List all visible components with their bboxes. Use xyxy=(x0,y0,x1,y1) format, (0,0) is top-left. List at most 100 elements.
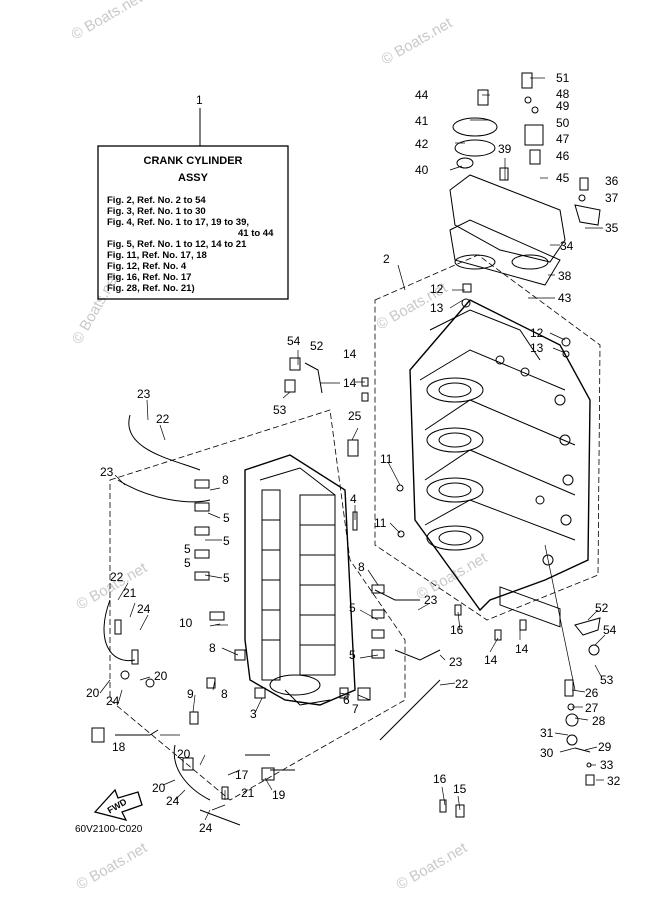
cylinder-block xyxy=(409,299,591,628)
callout-1: 1 xyxy=(196,93,203,107)
callout-20: 20 xyxy=(154,669,168,683)
assy-line: Fig. 11, Ref. No. 17, 18 xyxy=(107,250,207,261)
assy-line: Fig. 16, Ref. No. 17 xyxy=(107,272,191,283)
callout-20: 20 xyxy=(177,747,191,761)
callout-17: 17 xyxy=(235,768,249,782)
callout-47: 47 xyxy=(556,132,570,146)
assy-subtitle: ASSY xyxy=(178,172,209,184)
callout-34: 34 xyxy=(560,239,574,253)
callout-36: 36 xyxy=(605,174,619,188)
callout-50: 50 xyxy=(556,116,570,130)
callout-53: 53 xyxy=(600,673,614,687)
assy-info-box: CRANK CYLINDER ASSY Fig. 2, Ref. No. 2 t… xyxy=(97,108,289,300)
callout-25: 25 xyxy=(348,409,362,423)
callout-44: 44 xyxy=(415,88,429,102)
callout-20: 20 xyxy=(86,686,100,700)
callout-51: 51 xyxy=(556,71,570,85)
callout-19: 19 xyxy=(272,788,286,802)
callout-43: 43 xyxy=(558,291,572,305)
callout-23: 23 xyxy=(449,655,463,669)
callout-7: 7 xyxy=(352,702,359,716)
callout-18: 18 xyxy=(112,740,126,754)
callout-14: 14 xyxy=(343,376,357,390)
assy-line: Fig. 2, Ref. No. 2 to 54 xyxy=(107,195,206,206)
callout-5: 5 xyxy=(184,556,191,570)
callout-41: 41 xyxy=(415,114,429,128)
callout-20: 20 xyxy=(152,781,166,795)
assy-title: CRANK CYLINDER xyxy=(144,155,243,167)
callout-48: 48 xyxy=(556,87,570,101)
callout-35: 35 xyxy=(605,221,619,235)
fwd-arrow: FWD xyxy=(93,788,143,821)
callout-54: 54 xyxy=(603,623,617,637)
callout-13: 13 xyxy=(430,301,444,315)
callout-12: 12 xyxy=(430,282,444,296)
callout-2: 2 xyxy=(383,252,390,266)
callout-24: 24 xyxy=(166,794,180,808)
callout-49: 49 xyxy=(556,99,570,113)
callout-54: 54 xyxy=(287,334,301,348)
callout-8: 8 xyxy=(209,641,216,655)
callout-22: 22 xyxy=(110,570,124,584)
assy-line: Fig. 28, Ref. No. 21) xyxy=(107,283,195,294)
watermark: © Boats.net xyxy=(74,839,151,893)
callout-24: 24 xyxy=(137,602,151,616)
watermark: © Boats.net xyxy=(394,839,471,893)
callout-8: 8 xyxy=(222,473,229,487)
hardware xyxy=(91,72,601,818)
callout-39: 39 xyxy=(498,142,512,156)
callout-10: 10 xyxy=(179,616,193,630)
callout-45: 45 xyxy=(556,171,570,185)
callout-40: 40 xyxy=(415,163,429,177)
callout-52: 52 xyxy=(595,601,609,615)
callout-28: 28 xyxy=(592,714,606,728)
callout-27: 27 xyxy=(585,701,599,715)
callout-14: 14 xyxy=(343,347,357,361)
callout-53: 53 xyxy=(273,403,287,417)
callout-21: 21 xyxy=(241,786,255,800)
callout-12: 12 xyxy=(530,326,544,340)
assy-line: Fig. 4, Ref. No. 1 to 17, 19 to 39, xyxy=(107,217,249,228)
assy-line: 41 to 44 xyxy=(238,228,274,239)
callout-21: 21 xyxy=(123,586,137,600)
callout-14: 14 xyxy=(515,642,529,656)
callout-5: 5 xyxy=(349,601,356,615)
callout-38: 38 xyxy=(558,269,572,283)
callout-11: 11 xyxy=(374,516,387,530)
callout-3: 3 xyxy=(250,707,257,721)
group-outlines xyxy=(109,254,601,801)
callout-5: 5 xyxy=(184,542,191,556)
callout-5: 5 xyxy=(349,648,356,662)
crankcase xyxy=(244,454,356,706)
callout-24: 24 xyxy=(106,694,120,708)
callout-26: 26 xyxy=(585,686,599,700)
watermarks: © Boats.net © Boats.net © Boats.net © Bo… xyxy=(69,0,491,893)
callout-5: 5 xyxy=(223,511,230,525)
callouts: 1 2 3 4 5 5 5 5 5 5 5 6 7 8 8 8 8 9 10 1… xyxy=(86,71,621,835)
callout-37: 37 xyxy=(605,191,619,205)
callout-5: 5 xyxy=(223,534,230,548)
callout-6: 6 xyxy=(343,693,350,707)
callout-23: 23 xyxy=(424,593,438,607)
diagram-code: 60V2100-C020 xyxy=(75,824,143,835)
callout-22: 22 xyxy=(156,412,170,426)
callout-52: 52 xyxy=(310,339,324,353)
assy-line: Fig. 3, Ref. No. 1 to 30 xyxy=(107,206,206,217)
callout-14: 14 xyxy=(484,653,498,667)
assy-line: Fig. 12, Ref. No. 4 xyxy=(107,261,187,272)
callout-42: 42 xyxy=(415,137,429,151)
callout-16: 16 xyxy=(450,623,464,637)
watermark: © Boats.net xyxy=(379,14,456,68)
assy-line: Fig. 5, Ref. No. 1 to 12, 14 to 21 xyxy=(107,239,247,250)
callout-30: 30 xyxy=(540,746,554,760)
callout-5: 5 xyxy=(223,571,230,585)
callout-33: 33 xyxy=(600,758,614,772)
callout-13: 13 xyxy=(530,341,544,355)
watermark: © Boats.net xyxy=(69,0,146,43)
callout-4: 4 xyxy=(350,492,357,506)
callout-9: 9 xyxy=(187,687,194,701)
callout-23: 23 xyxy=(100,465,114,479)
callout-15: 15 xyxy=(453,782,467,796)
callout-16: 16 xyxy=(433,772,447,786)
